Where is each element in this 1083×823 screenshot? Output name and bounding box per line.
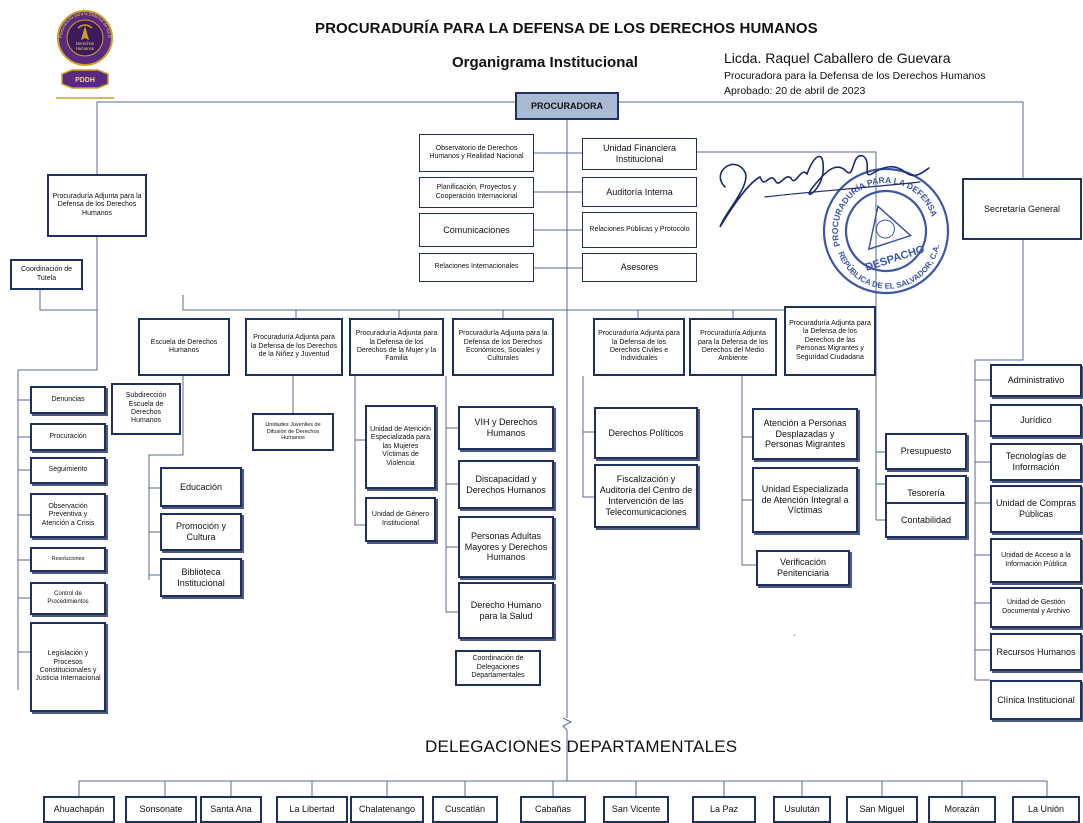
desc-unit-box: Personas Adultas Mayores y Derechos Huma… bbox=[458, 516, 554, 578]
mujer-box: Procuraduría Adjunta para la Defensa de … bbox=[349, 318, 444, 376]
asesores-box: Asesores bbox=[582, 253, 697, 282]
coordinacion-delegaciones-box: Coordinación de Delegaciones Departament… bbox=[455, 650, 541, 686]
delegacion-box: Cuscatlán bbox=[432, 796, 498, 823]
presupuesto-box: Presupuesto bbox=[885, 433, 967, 470]
procuradora-box: PROCURADORA bbox=[515, 92, 619, 120]
delegacion-box: San Miguel bbox=[846, 796, 918, 823]
mujer-unit-box: Unidad de Género Institucional bbox=[365, 497, 436, 542]
secretaria-unit-box: Recursos Humanos bbox=[990, 633, 1082, 671]
pddh-logo-icon: Procuraduría para la Defensa de los Dere… bbox=[50, 4, 114, 99]
civiles-unit-box: Derechos Políticos bbox=[594, 407, 698, 459]
tutela-unit-box: Denuncias bbox=[30, 386, 106, 414]
svg-text:PDDH: PDDH bbox=[75, 77, 95, 84]
approval-date: Aprobado: 20 de abril de 2023 bbox=[724, 85, 866, 97]
tutela-unit-box: Resoluciones bbox=[30, 547, 106, 572]
delegacion-box: Ahuachapán bbox=[43, 796, 115, 823]
promocion-cultura-box: Promoción y Cultura bbox=[160, 513, 242, 551]
tutela-unit-box: Legislación y Procesos Constitucionales … bbox=[30, 622, 106, 712]
tutela-unit-box: Observación Preventiva y Atención a Cris… bbox=[30, 493, 106, 538]
delegacion-box: Sonsonate bbox=[125, 796, 197, 823]
secretaria-unit-box: Unidad de Compras Públicas bbox=[990, 485, 1082, 533]
desc-unit-box: Derecho Humano para la Salud bbox=[458, 582, 554, 639]
educacion-box: Educación bbox=[160, 467, 242, 507]
medio-ambiente-box: Procuraduría Adjunta para la Defensa de … bbox=[689, 318, 777, 376]
svg-text:Derechos: Derechos bbox=[76, 41, 94, 46]
escuela-dh-box: Escuela de Derechos Humanos bbox=[138, 318, 230, 376]
secretaria-general-box: Secretaría General bbox=[962, 178, 1082, 240]
auditoria-interna-box: Auditoría Interna bbox=[582, 177, 697, 207]
migrantes-box: Procuraduría Adjunta para la Defensa de … bbox=[784, 306, 876, 376]
despacho-seal-icon: PROCURADURÍA PARA LA DEFENSA DE LOS DERE… bbox=[820, 165, 950, 297]
secretaria-unit-box: Tecnologías de Información bbox=[990, 443, 1082, 481]
subdireccion-escuela-box: Subdirección Escuela de Derechos Humanos bbox=[111, 383, 181, 435]
migrantes-unit-box: Unidad Especializada de Atención Integra… bbox=[752, 467, 858, 533]
delegacion-box: Chalatenango bbox=[350, 796, 424, 823]
tutela-unit-box: Control de Procedimientos bbox=[30, 582, 106, 615]
delegacion-box: Santa Ana bbox=[200, 796, 262, 823]
coordinacion-tutela-box: Coordinación de Tutela bbox=[10, 259, 83, 290]
migrantes-unit-box: Verificación Penitenciaria bbox=[756, 550, 850, 586]
head-role: Procuradora para la Defensa de los Derec… bbox=[724, 70, 986, 82]
unidad-financiera-box: Unidad Financiera Institucional bbox=[582, 138, 697, 170]
delegacion-box: La Unión bbox=[1012, 796, 1080, 823]
desc-unit-box: Discapacidad y Derechos Humanos bbox=[458, 460, 554, 509]
page-subtitle: Organigrama Institucional bbox=[452, 54, 638, 71]
civiles-box: Procuraduría Adjunta para la Defensa de … bbox=[593, 318, 685, 376]
delegacion-box: La Paz bbox=[692, 796, 756, 823]
civiles-unit-box: Fiscalización y Auditoría del Centro de … bbox=[594, 464, 698, 528]
secretaria-unit-box: Unidad de Gestión Documental y Archivo bbox=[990, 587, 1082, 628]
biblioteca-box: Biblioteca Institucional bbox=[160, 558, 242, 597]
tutela-unit-box: Procuración bbox=[30, 423, 106, 451]
delegacion-box: Cabañas bbox=[520, 796, 586, 823]
desc-unit-box: VIH y Derechos Humanos bbox=[458, 406, 554, 450]
planificacion-box: Planificación, Proyectos y Cooperación I… bbox=[419, 177, 534, 208]
delegacion-box: San Vicente bbox=[603, 796, 669, 823]
delegacion-box: Morazán bbox=[928, 796, 996, 823]
observatorio-box: Observatorio de Derechos Humanos y Reali… bbox=[419, 134, 534, 172]
unidades-juveniles-box: Unidades Juveniles de Difusión de Derech… bbox=[252, 413, 334, 451]
comunicaciones-box: Comunicaciones bbox=[419, 213, 534, 247]
delegacion-box: La Libertad bbox=[276, 796, 348, 823]
head-name: Licda. Raquel Caballero de Guevara bbox=[724, 50, 951, 66]
migrantes-unit-box: Atención a Personas Desplazadas y Person… bbox=[752, 408, 858, 460]
desc-box: Procuraduría Adjunta para la Defensa de … bbox=[452, 318, 554, 376]
secretaria-unit-box: Unidad de Acceso a la Información Públic… bbox=[990, 538, 1082, 583]
secretaria-unit-box: Administrativo bbox=[990, 364, 1082, 397]
stray-mark: ` bbox=[793, 634, 796, 643]
tutela-unit-box: Seguimiento bbox=[30, 457, 106, 484]
mujer-unit-box: Unidad de Atención Especializada para la… bbox=[365, 405, 436, 489]
handwritten-signature-icon bbox=[719, 155, 930, 228]
adjunta-general-box: Procuraduría Adjunta para la Defensa de … bbox=[47, 174, 147, 237]
svg-text:Humanos: Humanos bbox=[76, 46, 94, 51]
delegaciones-title: DELEGACIONES DEPARTAMENTALES bbox=[425, 737, 738, 756]
page-title: PROCURADURÍA PARA LA DEFENSA DE LOS DERE… bbox=[315, 20, 818, 37]
secretaria-unit-box: Clínica Institucional bbox=[990, 680, 1082, 720]
contabilidad-box: Contabilidad bbox=[885, 502, 967, 538]
relaciones-internacionales-box: Relaciones Internacionales bbox=[419, 253, 534, 282]
delegacion-box: Usulután bbox=[773, 796, 831, 823]
ninez-box: Procuraduría Adjunta para la Defensa de … bbox=[245, 318, 343, 376]
secretaria-unit-box: Jurídico bbox=[990, 404, 1082, 437]
relaciones-publicas-box: Relaciones Públicas y Protocolo bbox=[582, 212, 697, 248]
